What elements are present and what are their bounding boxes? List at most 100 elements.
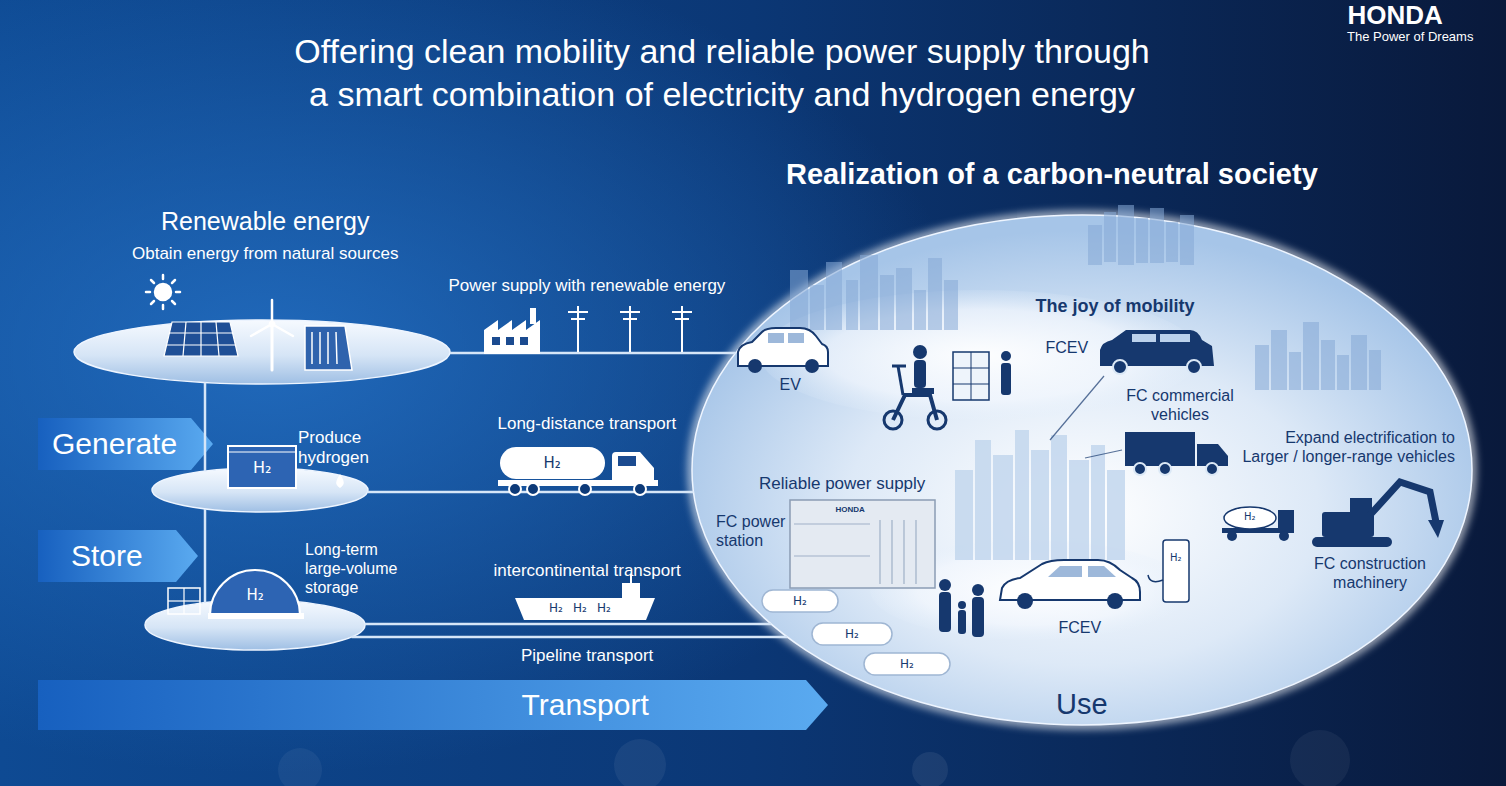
skyline [846, 280, 858, 330]
fcev-suv [1160, 334, 1190, 342]
tank-truck [579, 483, 591, 495]
tank-truck [500, 447, 605, 479]
hydrogen-tank [864, 653, 950, 675]
skyline [1351, 335, 1367, 390]
power-station [790, 500, 935, 588]
sun-icon [146, 291, 150, 294]
people [939, 579, 951, 591]
power-pole [672, 311, 692, 313]
power-pole [623, 318, 637, 320]
sun-icon [151, 301, 154, 304]
transport-band-shape [38, 680, 828, 730]
tank-truck [509, 483, 521, 495]
solar-panel [169, 332, 233, 333]
skyline [826, 262, 842, 330]
skyline [1088, 225, 1102, 265]
region-heading: Realization of a carbon-neutral society [786, 157, 1318, 192]
excavator [1370, 482, 1436, 522]
wind-turbine [272, 324, 293, 336]
battery-locker [953, 352, 989, 400]
mixer-truck [1227, 531, 1237, 541]
skyline [880, 275, 894, 330]
platform-label: Long-term large-volume storage [305, 540, 415, 598]
fuel-dispenser [1148, 575, 1163, 582]
ev-car [768, 333, 784, 343]
hydrogen-mark: H₂ [1244, 511, 1256, 523]
diagram-title: Offering clean mobility and reliable pow… [147, 30, 1297, 115]
hydrogen-mark: H₂ [793, 594, 807, 608]
tank-truck [509, 483, 646, 495]
battery-locker [1001, 363, 1011, 395]
solar-panel [164, 322, 238, 356]
power-pole [675, 318, 689, 320]
storage-platform-shape [145, 600, 365, 650]
fcev-sedan [1000, 560, 1140, 609]
fcev-sedan [1017, 593, 1033, 609]
commercial-truck [1206, 463, 1218, 475]
equipment-label: FC power station [716, 512, 786, 550]
energy-platform-shape [74, 320, 450, 384]
transport-band: Transport [38, 680, 828, 730]
hydrogen-plant [336, 474, 344, 488]
factory [520, 337, 528, 345]
people [972, 597, 984, 637]
sun-icon [172, 280, 175, 283]
fcev-sedan [1107, 593, 1123, 609]
edge-label: Long-distance transport [498, 414, 677, 434]
use-ellipse: Realization of a carbon-neutral societyU… [692, 215, 1472, 725]
hydrogen-plant [228, 446, 296, 488]
commercial-truck [1134, 463, 1146, 475]
wind-turbine [271, 326, 274, 370]
people [958, 610, 966, 634]
excavator [1428, 520, 1444, 538]
skyline [1321, 340, 1335, 390]
use-ellipse-shape [692, 215, 1472, 725]
battery-locker [953, 368, 989, 369]
station-ellipse: FCEV [870, 540, 1190, 640]
ev-car [788, 333, 804, 343]
tank-truck [618, 456, 636, 466]
excavator [1312, 482, 1444, 547]
vehicle-label: FC commercial vehicles [1123, 386, 1238, 424]
bokeh [1290, 730, 1350, 786]
people [939, 592, 951, 632]
solar-panel [164, 322, 238, 356]
stage-arrow: Generate [38, 418, 213, 470]
commercial-truck [1134, 463, 1218, 475]
factory [484, 330, 540, 354]
stage-arrow-shape [38, 530, 198, 582]
station-ellipse-shape [870, 540, 1190, 640]
dam [336, 332, 337, 364]
hydrogen-tank [762, 590, 950, 675]
energy-platform: Renewable energyObtain energy from natur… [70, 200, 460, 390]
skyline [1303, 322, 1319, 390]
station-ellipse-shape [870, 540, 1190, 640]
city-center [993, 455, 1013, 560]
dam [312, 332, 337, 364]
storage-dome [210, 570, 300, 615]
tank-truck [498, 480, 658, 486]
connector-line [204, 382, 207, 471]
skyline [1255, 345, 1269, 390]
sun-icon [155, 284, 171, 300]
edge-label: intercontinental transport [494, 561, 681, 581]
power-pole [620, 311, 640, 313]
battery-locker [953, 384, 989, 385]
dam [305, 326, 352, 370]
fcev-sedan [1088, 566, 1116, 577]
excavator [1322, 512, 1374, 537]
ev-car [748, 359, 762, 373]
stage-arrow: Store [38, 530, 198, 582]
fcev-suv [1100, 330, 1214, 374]
mixer-truck [1278, 510, 1294, 530]
sun-icon [172, 301, 175, 304]
scooter [913, 345, 927, 359]
power-station [891, 520, 892, 584]
city-center [1015, 430, 1029, 560]
fcev-suv [1132, 334, 1156, 342]
skyline [928, 258, 942, 330]
skyline [1271, 330, 1287, 390]
tank-truck [634, 483, 646, 495]
skyline [790, 205, 1381, 390]
skyline [1337, 355, 1349, 390]
